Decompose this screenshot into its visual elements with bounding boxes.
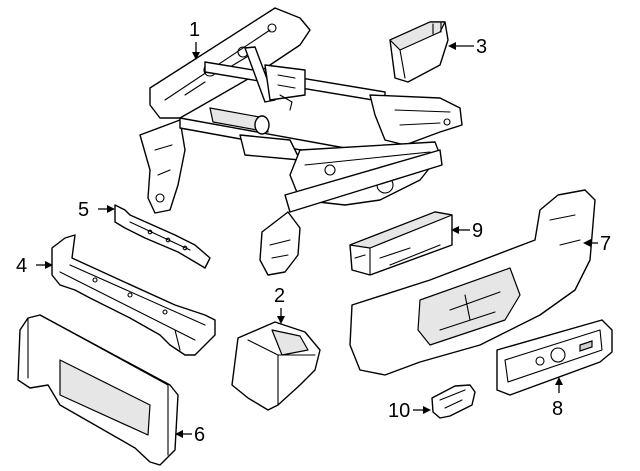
part-4-wire-bracket (51, 234, 216, 356)
callout-9: 9 (472, 220, 483, 242)
callout-10: 10 (388, 400, 410, 422)
part-6-outer-shield (17, 314, 179, 466)
callout-2: 2 (274, 285, 285, 307)
leader-lines (36, 42, 598, 438)
part-9-control-module (349, 211, 453, 276)
callout-8: 8 (552, 398, 563, 420)
callout-4: 4 (16, 255, 27, 277)
callout-5: 5 (78, 199, 89, 221)
part-5-bracket (114, 204, 211, 269)
callout-6: 6 (194, 424, 205, 446)
callout-1: 1 (189, 19, 200, 41)
part-7-inner-shield (349, 189, 596, 376)
callout-7: 7 (600, 233, 611, 255)
callout-3: 3 (476, 36, 487, 58)
part-3-trim-cover (389, 21, 449, 83)
part-8-switch-bezel (496, 319, 613, 396)
part-10-switch-knob (431, 384, 476, 419)
part-1-seat-frame (139, 7, 463, 276)
part-2-cover-cap (231, 321, 321, 411)
